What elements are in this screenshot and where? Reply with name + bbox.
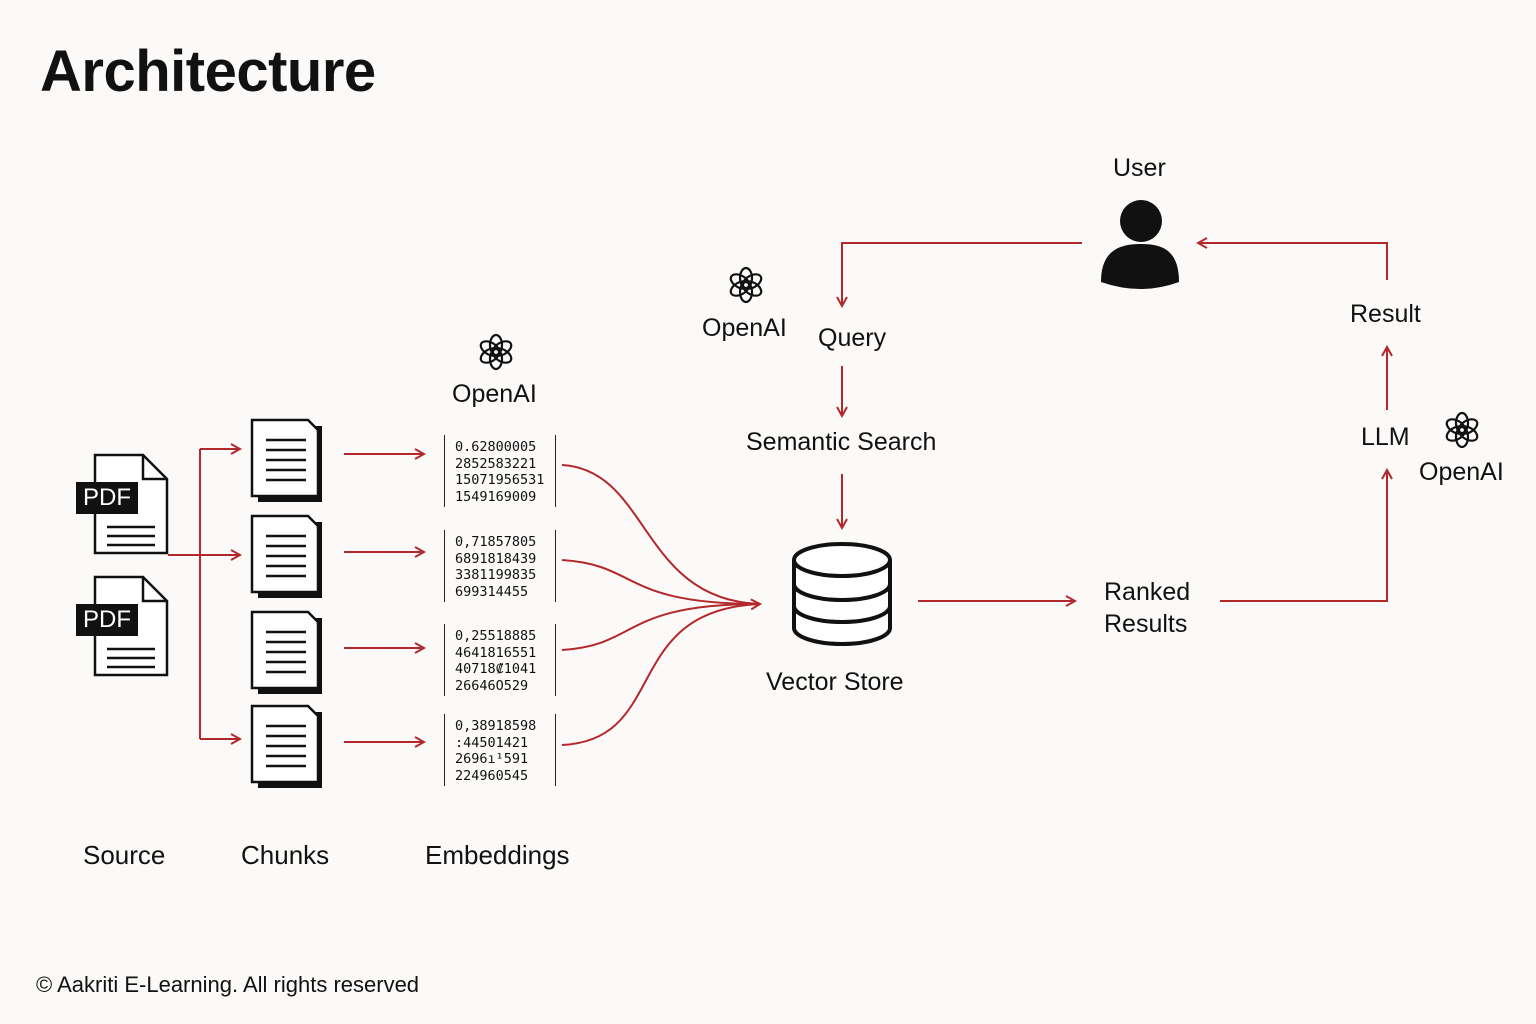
embedding-value: 3381199835 — [455, 567, 537, 583]
semantic-search-label: Semantic Search — [746, 428, 937, 456]
openai-label: OpenAI — [702, 314, 787, 342]
user-icon — [1101, 200, 1179, 289]
embeddings-to-vector-store-arrows — [561, 464, 760, 746]
ranked-results-label: Ranked Results — [1104, 576, 1190, 640]
embedding-value: 15071956531 — [455, 472, 545, 488]
retrieval-flow-arrows — [842, 243, 1387, 601]
embedding-value: 40718₡1041 — [455, 661, 537, 677]
pdf-badge: PDF — [76, 482, 138, 514]
openai-logo-icon — [727, 266, 765, 304]
embedding-vector: 0,25518885 4641816551 40718₡1041 26646O5… — [444, 624, 556, 696]
copyright-footer: © Aakriti E-Learning. All rights reserve… — [36, 972, 420, 997]
embedding-value: 0,25518885 — [455, 628, 537, 644]
query-label: Query — [818, 324, 887, 352]
user-label: User — [1113, 154, 1166, 182]
chunk-document-icon — [250, 514, 324, 600]
embedding-value: 0,38918598 — [455, 718, 537, 734]
embedding-vector: 0,71857805 6891818439 3381199835 6993144… — [444, 530, 556, 602]
chunk-document-icon — [250, 610, 324, 696]
embedding-value: 6891818439 — [455, 550, 537, 567]
embedding-value: 224960545 — [455, 767, 529, 784]
chunk-document-icon — [250, 418, 324, 504]
chunk-document-icon — [250, 704, 324, 790]
openai-logo-icon — [477, 333, 515, 371]
embedding-value: 699314455 — [455, 583, 529, 600]
source-column-label: Source — [83, 840, 166, 870]
openai-label: OpenAI — [1419, 458, 1504, 486]
embedding-value: 2852583221 — [455, 455, 537, 472]
embeddings-column-label: Embeddings — [425, 840, 570, 870]
page-title: Architecture — [40, 39, 376, 104]
embedding-vector: 0,38918598 :44501421 2696ı¹591 224960545 — [444, 714, 556, 786]
openai-label: OpenAI — [452, 380, 537, 408]
result-label: Result — [1350, 300, 1421, 328]
pdf-badge-label: PDF — [83, 484, 131, 511]
llm-label: LLM — [1361, 423, 1410, 451]
embedding-value: :44501421 — [455, 734, 529, 751]
database-icon — [792, 542, 892, 646]
pdf-badge: PDF — [76, 604, 138, 636]
embedding-value: 0,71857805 — [455, 534, 537, 550]
ranked-results-line-1: Ranked — [1104, 578, 1191, 606]
embedding-value: 2696ı¹591 — [455, 751, 529, 767]
embedding-value: 0.62800005 — [455, 439, 537, 455]
embedding-vector: 0.62800005 2852583221 15071956531 154916… — [444, 435, 556, 507]
source-to-chunks-arrows — [168, 449, 240, 739]
openai-logo-icon — [1443, 411, 1481, 449]
ranked-results-line-2: Results — [1104, 610, 1188, 638]
chunks-to-embeddings-arrows — [344, 454, 424, 742]
embedding-value: 26646O529 — [455, 677, 529, 694]
embedding-value: 1549169009 — [455, 488, 537, 505]
embedding-value: 4641816551 — [455, 644, 537, 661]
chunks-column-label: Chunks — [241, 840, 330, 870]
vector-store-label: Vector Store — [766, 668, 904, 696]
pdf-badge-label: PDF — [83, 606, 131, 633]
